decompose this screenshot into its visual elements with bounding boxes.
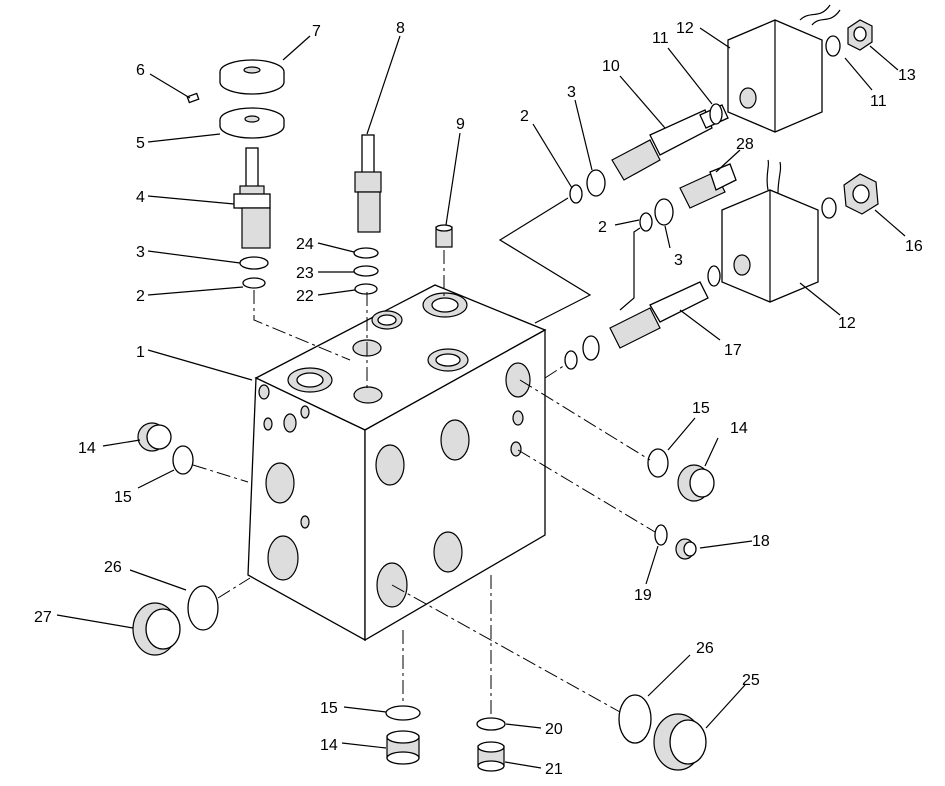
o-ring-26-left [187,585,219,631]
plug-21 [477,741,505,772]
backup-ring-22 [354,283,378,295]
o-ring-17-b [582,335,600,361]
callout-7: 7 [312,23,321,40]
callout-13: 13 [898,67,916,84]
o-ring-15-left [172,445,194,475]
manifold-block [247,284,547,642]
plug-9 [435,224,453,248]
callout-3-upper: 3 [567,84,576,101]
callout-4: 4 [136,189,145,206]
cartridge-valve-8 [354,134,382,233]
callout-24: 24 [296,236,314,253]
callout-11-a: 11 [652,30,669,47]
callout-26-right: 26 [696,640,714,657]
callout-23: 23 [296,265,314,282]
nut-16 [843,173,879,215]
o-ring-lower-right [821,197,837,219]
plug-14-bottom [386,730,420,765]
cap-7 [219,59,285,95]
o-ring-2-left [242,277,266,289]
callout-3-lower: 3 [674,252,683,269]
callout-25: 25 [742,672,760,689]
callout-15-bottom: 15 [320,700,338,717]
o-ring-2-upper [569,184,583,204]
callout-12-lower: 12 [838,315,856,332]
setscrew-6 [186,92,200,104]
callout-11-b: 11 [870,93,887,110]
callout-5: 5 [136,135,145,152]
leader-lines [56,27,906,769]
callout-3-left: 3 [136,244,145,261]
assembly-lines [192,197,656,716]
plug-25 [653,713,707,771]
callout-labels: 7 8 6 5 4 3 2 24 23 22 9 2 3 10 11 12 13… [34,20,923,778]
plug-27 [132,602,181,656]
callout-14-left: 14 [78,440,96,457]
o-ring-23 [353,265,379,277]
plug-14-right [677,464,715,502]
callout-8: 8 [396,20,405,37]
o-ring-19 [654,524,668,546]
callout-18: 18 [752,533,770,550]
callout-2-upper: 2 [520,108,529,125]
o-ring-26-right [618,694,652,744]
callout-10: 10 [602,58,620,75]
o-ring-17-a [564,350,578,370]
callout-14-bottom: 14 [320,737,338,754]
callout-12-upper: 12 [676,20,694,37]
callout-16: 16 [905,238,923,255]
callout-28: 28 [736,136,754,153]
callout-27: 27 [34,609,52,626]
callout-9: 9 [456,116,465,133]
o-ring-3-left [239,256,269,270]
o-ring-15-right [647,448,669,478]
callout-14-right: 14 [730,420,748,437]
o-ring-11-a [709,103,723,125]
cartridge-valve-4 [233,147,271,249]
plug-14-left [137,422,172,452]
nut-13 [847,19,873,51]
o-ring-3-upper [586,169,606,197]
solenoid-coil-12-upper [727,4,841,133]
callout-1: 1 [136,344,145,361]
callout-15-left: 15 [114,489,132,506]
valve-28 [679,163,737,209]
callout-15-right: 15 [692,400,710,417]
plug-18 [675,538,697,560]
o-ring-3-lower [654,198,674,226]
callout-19: 19 [634,587,652,604]
o-ring-11-b [825,35,841,57]
solenoid-valve-17 [609,281,709,349]
solenoid-coil-12-lower [721,159,819,303]
callout-22: 22 [296,288,314,305]
o-ring-2-lower [639,212,653,232]
o-ring-17-c [707,265,721,287]
callout-17: 17 [724,342,742,359]
backup-ring-24 [353,247,379,259]
callout-26-left: 26 [104,559,122,576]
callout-6: 6 [136,62,145,79]
o-ring-15-bottom [385,705,421,721]
washer-5 [219,107,285,139]
callout-2-lower: 2 [598,219,607,236]
callout-21: 21 [545,761,563,778]
callout-2-left: 2 [136,288,145,305]
o-ring-20 [476,717,506,731]
callout-20: 20 [545,721,563,738]
